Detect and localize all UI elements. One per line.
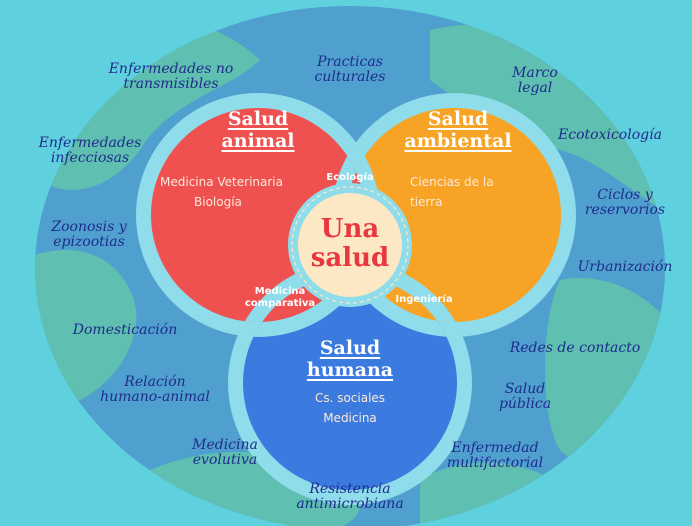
animal-disciplines: Medicina Veterinaria Biología bbox=[160, 175, 283, 209]
label-ecotoxicologia: Ecotoxicología bbox=[558, 127, 662, 143]
label-redes-contacto: Redes de contacto bbox=[509, 340, 641, 356]
label-practicas-culturales: Practicas culturales bbox=[314, 54, 386, 85]
label-zoonosis-epizootias: Zoonosis y epizootias bbox=[51, 219, 127, 250]
center-una-salud: Una salud bbox=[310, 214, 390, 273]
title-salud-humana: Salud humana bbox=[306, 337, 394, 381]
title-salud-ambiental: Salud ambiental bbox=[404, 108, 512, 152]
label-enfermedades-infecciosas: Enfermedades infecciosas bbox=[38, 135, 142, 166]
title-salud-animal: Salud animal bbox=[221, 108, 295, 152]
environmental-disciplines: Ciencias de la tierra bbox=[410, 175, 494, 209]
label-relacion-humano-animal: Relación humano-animal bbox=[100, 374, 210, 405]
label-enfermedades-no-transmisibles: Enfermedades no transmisibles bbox=[108, 61, 234, 92]
label-ecologia: Ecología bbox=[326, 172, 374, 183]
label-salud-publica: Salud pública bbox=[498, 381, 552, 412]
center-dashed-ring bbox=[291, 186, 409, 304]
label-ciclos-reservorios: Ciclos y reservorios bbox=[584, 187, 666, 218]
land-mass-southeast bbox=[420, 462, 580, 526]
label-marco-legal: Marco legal bbox=[512, 65, 558, 96]
label-urbanizacion: Urbanización bbox=[577, 259, 673, 275]
label-enfermedad-multifactorial: Enfermedad multifactorial bbox=[446, 440, 544, 471]
label-medicina-comparativa: Medicina comparativa bbox=[244, 286, 316, 309]
human-disciplines: Cs. sociales Medicina bbox=[314, 391, 386, 425]
label-domesticacion: Domesticación bbox=[72, 322, 178, 338]
label-ingenieria: Ingeniería bbox=[395, 294, 453, 305]
label-resistencia-antimicrobiana: Resistencia antimicrobiana bbox=[296, 481, 404, 512]
center-disk bbox=[298, 193, 402, 297]
label-medicina-evolutiva: Medicina evolutiva bbox=[192, 437, 258, 468]
